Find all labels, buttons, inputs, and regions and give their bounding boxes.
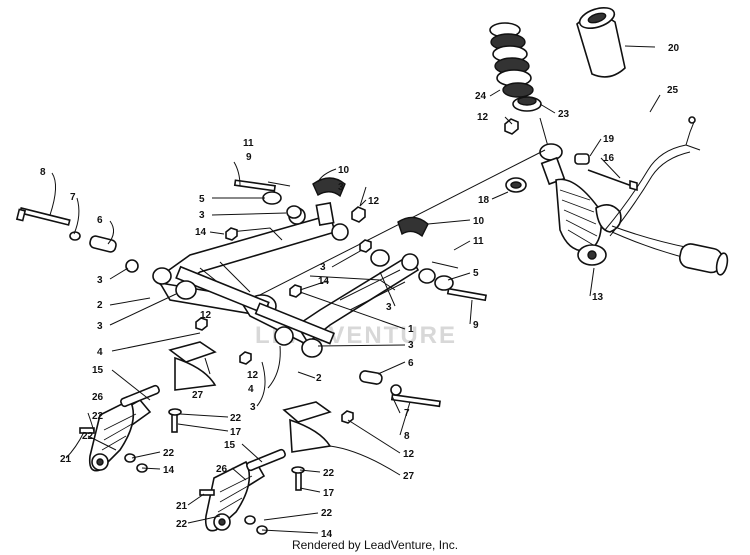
callout-22: 22 xyxy=(323,468,335,479)
callout-19: 19 xyxy=(603,134,615,145)
callout-15: 15 xyxy=(224,440,236,451)
callout-21: 21 xyxy=(176,501,188,512)
callout-22: 22 xyxy=(230,413,242,424)
bushings xyxy=(152,207,436,358)
spring-coil xyxy=(489,22,534,98)
callout-26: 26 xyxy=(216,464,228,475)
callout-6: 6 xyxy=(97,215,103,226)
callout-10: 10 xyxy=(338,165,350,176)
callout-4: 4 xyxy=(97,347,103,358)
remote-reservoir xyxy=(611,225,729,276)
callout-26: 26 xyxy=(92,392,104,403)
callout-9: 9 xyxy=(246,152,252,163)
callout-21: 21 xyxy=(60,454,72,465)
sensor-wire xyxy=(604,116,701,237)
callout-12: 12 xyxy=(477,112,489,123)
callout-24: 24 xyxy=(475,91,487,102)
footer-credit: Rendered by LeadVenture, Inc. xyxy=(291,538,459,552)
callout-22: 22 xyxy=(321,508,333,519)
callout-17: 17 xyxy=(323,488,335,499)
bolts-left xyxy=(15,207,139,273)
shock-absorber xyxy=(539,117,622,266)
callout-2: 2 xyxy=(97,300,103,311)
callout-16: 16 xyxy=(603,153,615,164)
callout-9: 9 xyxy=(473,320,479,331)
callout-22: 22 xyxy=(92,411,104,422)
callout-22: 22 xyxy=(176,519,188,530)
callout-12: 12 xyxy=(200,310,212,321)
callout-14: 14 xyxy=(318,276,330,287)
callout-5: 5 xyxy=(473,268,479,279)
parts-diagram: LEADVENTURE xyxy=(15,6,729,540)
callout-7: 7 xyxy=(404,408,410,419)
small-hardware-top xyxy=(504,118,638,193)
callout-3: 3 xyxy=(199,210,205,221)
callout-3: 3 xyxy=(97,275,103,286)
callout-13: 13 xyxy=(592,292,604,303)
callout-27: 27 xyxy=(403,471,415,482)
callout-3: 3 xyxy=(338,182,344,193)
callout-22: 22 xyxy=(82,431,94,442)
callout-12: 12 xyxy=(247,370,259,381)
callout-1: 1 xyxy=(408,324,414,335)
callout-10: 10 xyxy=(473,216,485,227)
callout-18: 18 xyxy=(478,195,490,206)
callout-labels: 8 7 6 3 2 3 4 15 26 22 22 21 22 14 11 9 … xyxy=(40,43,680,540)
callout-15: 15 xyxy=(92,365,104,376)
callout-3: 3 xyxy=(408,340,414,351)
callout-3: 3 xyxy=(250,402,256,413)
nuts xyxy=(195,206,372,424)
callout-27: 27 xyxy=(192,390,204,401)
callout-14: 14 xyxy=(163,465,175,476)
callout-11: 11 xyxy=(473,236,484,247)
callout-3: 3 xyxy=(320,262,326,273)
left-footrest xyxy=(88,341,217,472)
leader-lines xyxy=(49,45,661,534)
cross-shaft xyxy=(175,265,336,345)
callout-2: 2 xyxy=(316,373,322,384)
callout-22: 22 xyxy=(163,448,175,459)
callout-17: 17 xyxy=(230,427,242,438)
spring-seat xyxy=(512,96,542,112)
callout-14: 14 xyxy=(321,529,333,540)
boot-cover xyxy=(576,6,626,78)
callout-20: 20 xyxy=(668,43,680,54)
callout-14: 14 xyxy=(195,227,207,238)
callout-4: 4 xyxy=(248,384,254,395)
callout-3: 3 xyxy=(97,321,103,332)
callout-6: 6 xyxy=(408,358,414,369)
callout-8: 8 xyxy=(404,431,410,442)
callout-12: 12 xyxy=(368,196,380,207)
callout-5: 5 xyxy=(199,194,205,205)
shoulder-caps xyxy=(312,177,429,238)
mount-plate xyxy=(315,202,335,226)
bolts-top xyxy=(233,179,302,219)
callout-23: 23 xyxy=(558,109,570,120)
callout-7: 7 xyxy=(70,192,76,203)
callout-8: 8 xyxy=(40,167,46,178)
right-footrest xyxy=(204,401,332,532)
callout-25: 25 xyxy=(667,85,679,96)
callout-12: 12 xyxy=(403,449,415,460)
callout-11: 11 xyxy=(243,138,254,149)
callout-3: 3 xyxy=(386,302,392,313)
